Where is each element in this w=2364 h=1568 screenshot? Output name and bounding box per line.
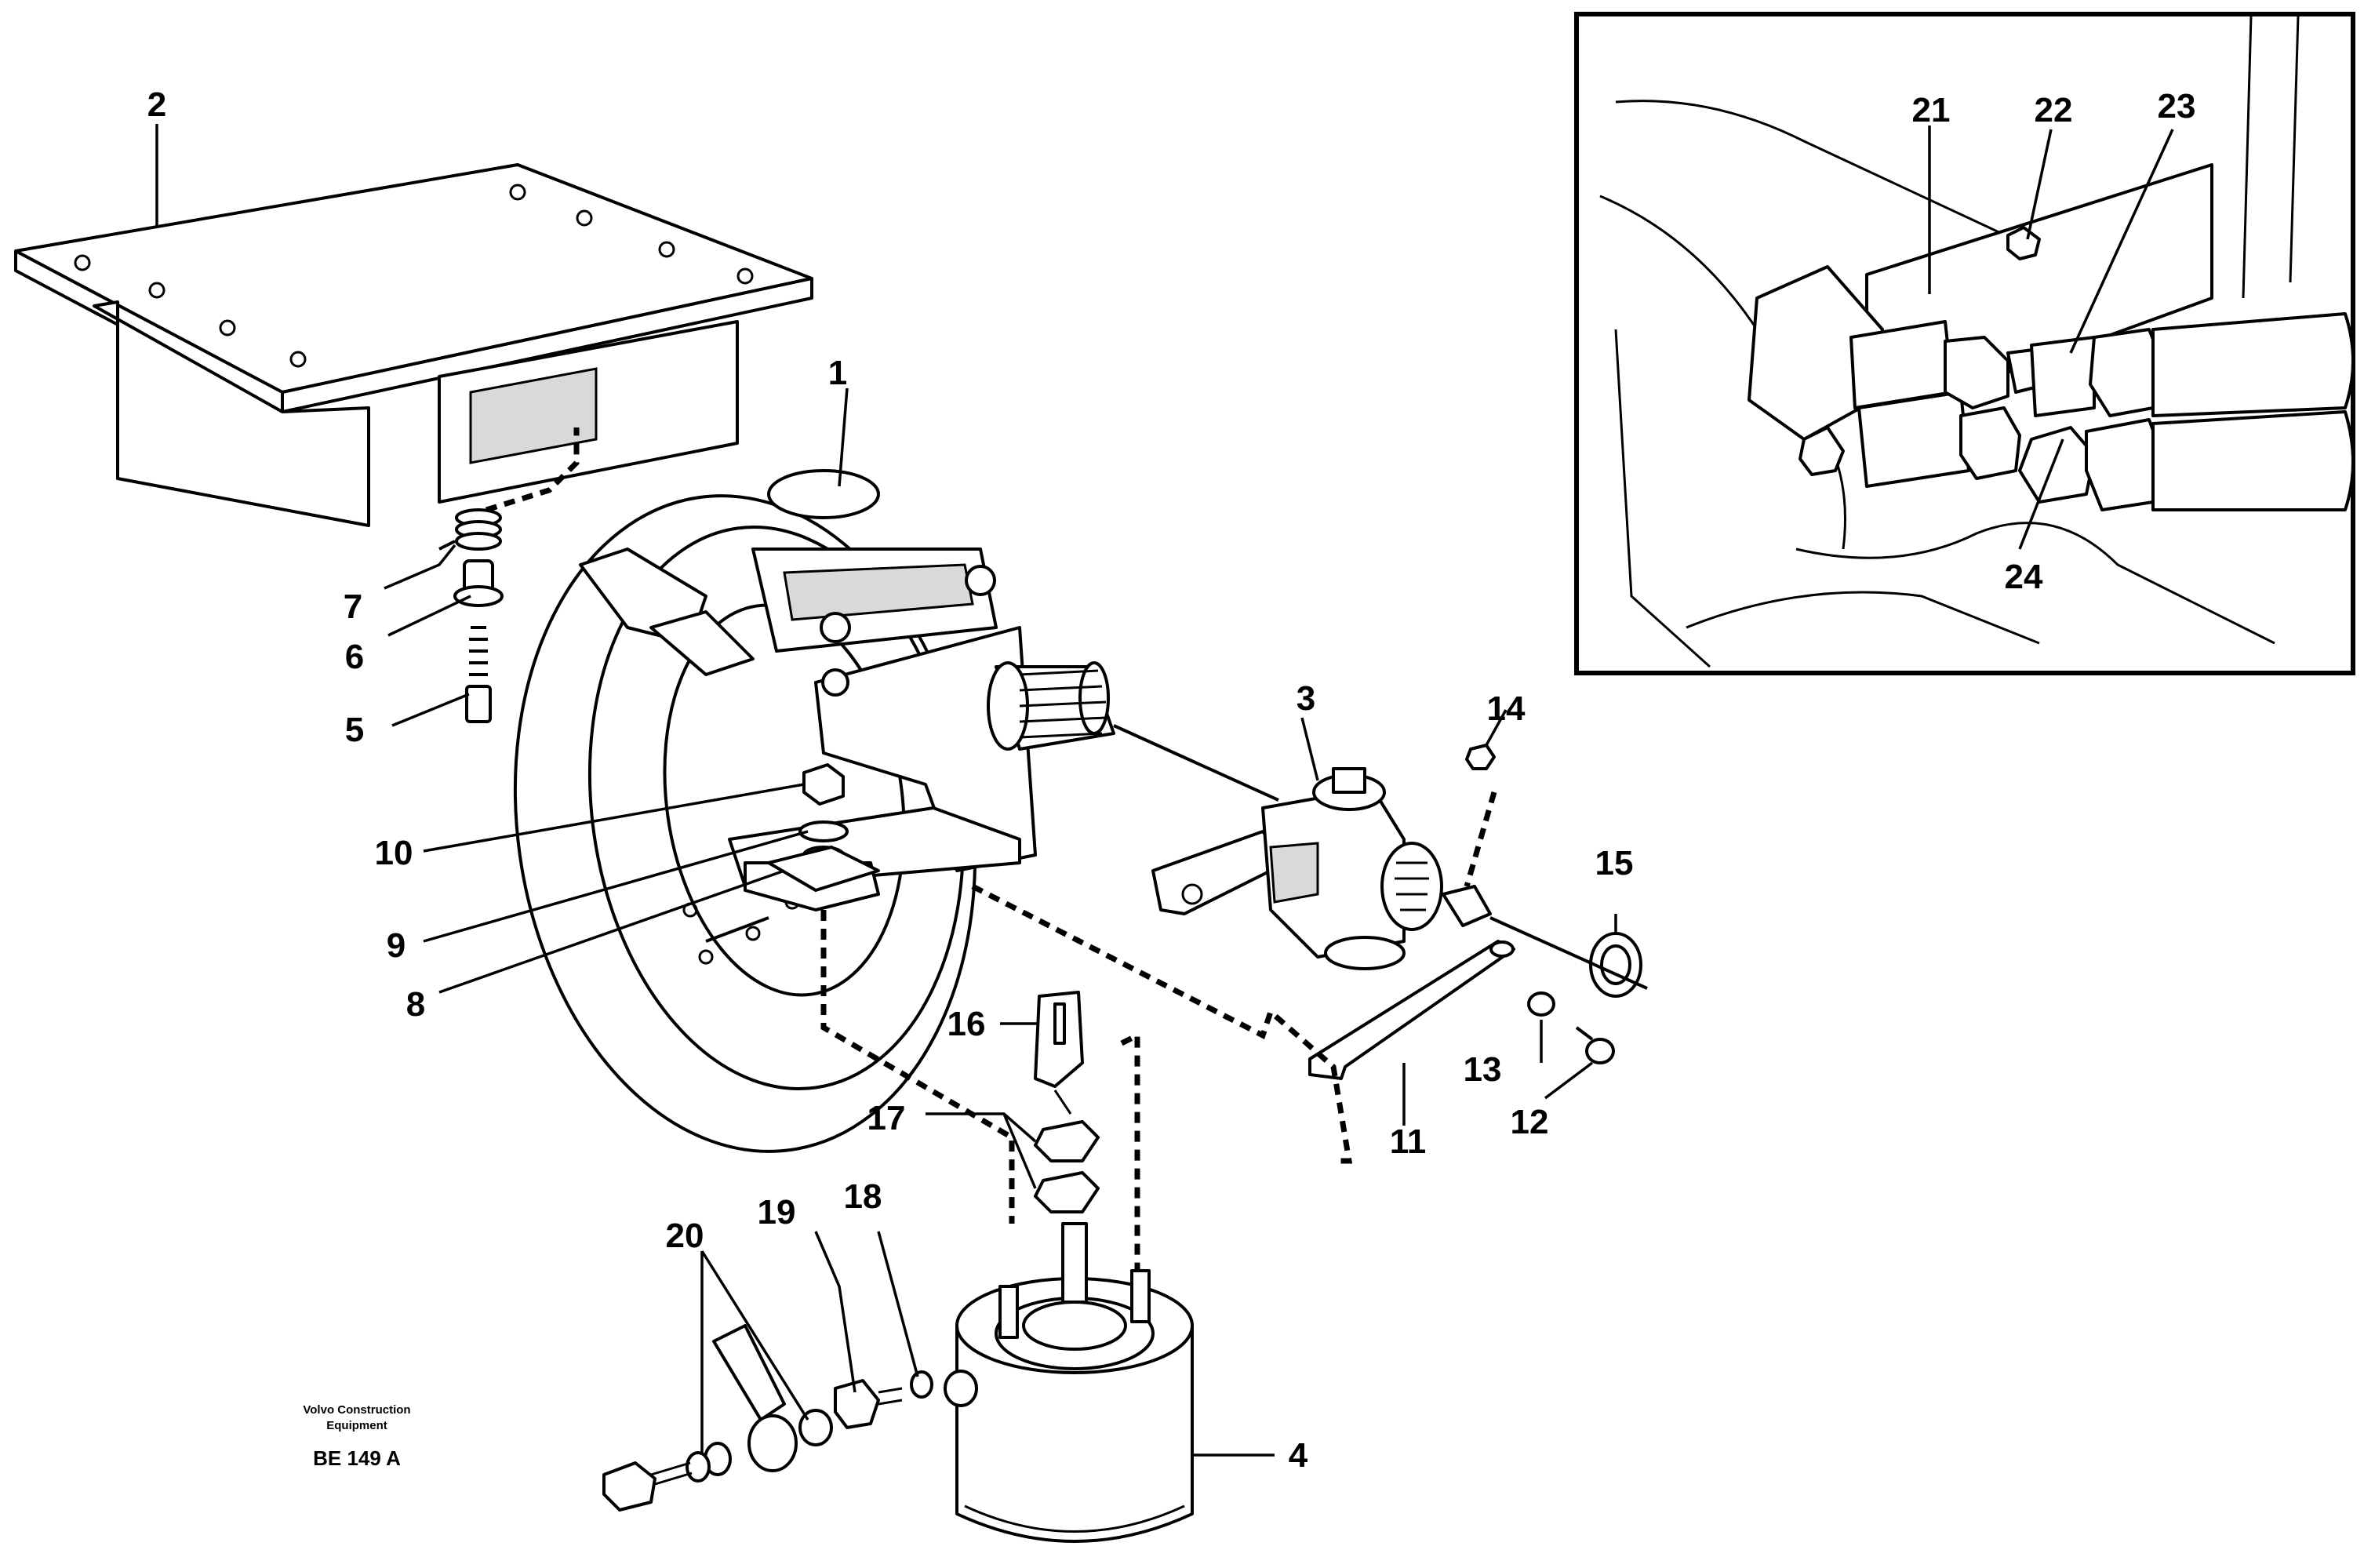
mounting-plate (14, 163, 813, 527)
part-label-14: 14 (1487, 689, 1526, 728)
part-label-19: 19 (758, 1193, 796, 1231)
brake-lever (1151, 767, 1492, 970)
part-label-23: 23 (2158, 87, 2196, 126)
part-label-1: 1 (828, 354, 847, 392)
hose-fittings (602, 1324, 933, 1512)
drawing-code: BE 149 A (313, 1446, 401, 1470)
part-label-11: 11 (1390, 1122, 1427, 1161)
part-label-10: 10 (375, 834, 413, 872)
brake-chamber (944, 1222, 1194, 1543)
part-label-16: 16 (947, 1005, 986, 1043)
bracket-hardware (1308, 744, 1648, 1080)
part-number-labels: 1 2 3 4 5 6 7 8 9 10 11 12 13 14 15 16 1… (147, 85, 2196, 1475)
clevis-and-nuts (1034, 991, 1100, 1213)
part-label-8: 8 (406, 985, 425, 1024)
inset-detail (1574, 12, 2355, 675)
part-label-7: 7 (344, 588, 362, 626)
part-label-2: 2 (147, 85, 166, 124)
leader-lines (155, 124, 2174, 1457)
part-label-9: 9 (387, 926, 406, 965)
part-label-18: 18 (844, 1177, 882, 1216)
part-label-13: 13 (1464, 1050, 1502, 1089)
part-label-4: 4 (1289, 1436, 1308, 1475)
credit-company-line-2: Equipment (326, 1419, 387, 1432)
part-label-6: 6 (345, 638, 364, 676)
dashed-assembly-lines (820, 883, 1353, 1271)
part-label-5: 5 (345, 711, 364, 749)
drawing-credit: Volvo Construction Equipment BE 149 A (303, 1403, 410, 1470)
part-label-12: 12 (1511, 1103, 1549, 1141)
part-label-22: 22 (2035, 91, 2073, 129)
part-label-3: 3 (1297, 679, 1315, 718)
part-label-24: 24 (2005, 558, 2043, 596)
splined-shaft (987, 661, 1279, 802)
credit-company-line-1: Volvo Construction (303, 1403, 410, 1417)
part-label-17: 17 (867, 1099, 906, 1137)
part-label-21: 21 (1912, 91, 1951, 129)
nut-washer-stack (767, 763, 880, 892)
part-label-15: 15 (1595, 844, 1634, 882)
spring-pin-assembly (438, 427, 580, 723)
part-label-20: 20 (666, 1217, 704, 1255)
